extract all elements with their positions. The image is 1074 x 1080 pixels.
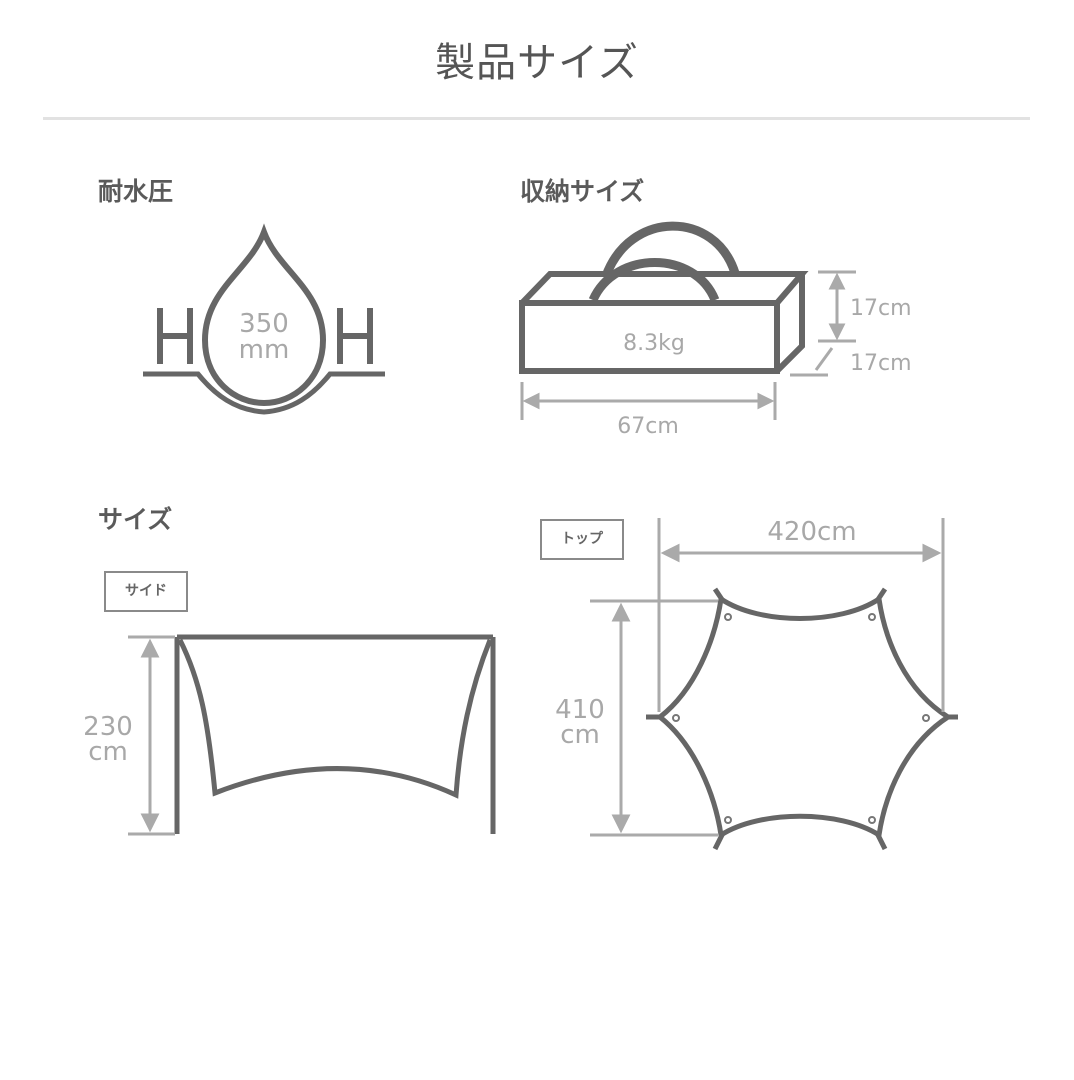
grommet-icons bbox=[672, 613, 930, 824]
divider bbox=[43, 117, 1030, 120]
top-width-value: 420cm bbox=[767, 517, 856, 547]
bag-width: 67cm bbox=[617, 414, 679, 439]
side-view-tarp-icon bbox=[174, 634, 496, 834]
h-letter-left-icon bbox=[157, 308, 193, 364]
side-height-unit: cm bbox=[88, 737, 128, 767]
bag-icon bbox=[519, 221, 809, 374]
top-view-tarp-icon bbox=[646, 587, 958, 851]
side-height-dimension bbox=[128, 635, 175, 836]
page-title: 製品サイズ bbox=[435, 40, 639, 86]
side-height-value: 230 bbox=[83, 712, 133, 742]
water-pressure-unit: mm bbox=[239, 335, 290, 365]
heading-size: サイズ bbox=[98, 505, 173, 534]
bag-dimension-lines bbox=[520, 270, 856, 420]
heading-packed-size: 収納サイズ bbox=[520, 177, 645, 206]
heading-water-resistance: 耐水圧 bbox=[98, 177, 174, 206]
water-pressure-value: 350 bbox=[239, 309, 289, 339]
top-dimension-lines bbox=[590, 518, 945, 837]
water-drop-icon bbox=[143, 223, 385, 415]
bag-depth: 17cm bbox=[850, 351, 912, 376]
top-length-value: 410 bbox=[555, 695, 605, 725]
top-view-tag: トップ bbox=[540, 519, 624, 560]
bag-height: 17cm bbox=[850, 296, 912, 321]
bag-weight: 8.3kg bbox=[623, 331, 685, 356]
h-letter-right-icon bbox=[337, 308, 373, 364]
side-view-tag: サイド bbox=[104, 571, 188, 612]
top-length-unit: cm bbox=[560, 720, 600, 750]
